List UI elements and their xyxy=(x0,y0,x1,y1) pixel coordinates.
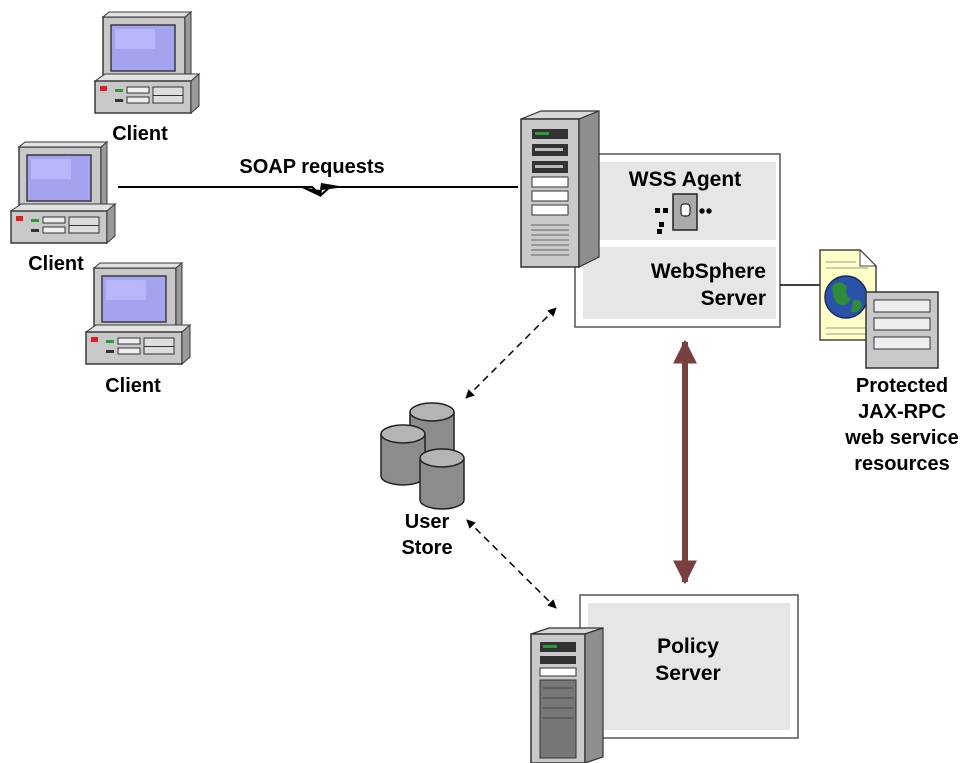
resource-server-icon xyxy=(865,291,939,369)
store-websphere-arrow xyxy=(465,307,557,399)
websphere-label-line2: Server xyxy=(701,287,766,310)
resource-label-line2: JAX-RPC xyxy=(858,401,946,423)
wss-agent-label: WSS Agent xyxy=(629,168,741,191)
policy-label-line1: Policy xyxy=(657,635,719,658)
client-computer-1: Client xyxy=(94,11,200,145)
websphere-box: WSS Agent WebSphere Server xyxy=(574,153,781,328)
client-computer-3: Client xyxy=(85,262,191,397)
desktop-computer-icon xyxy=(10,141,116,244)
websphere-label-line1: WebSphere xyxy=(651,260,766,283)
policy-label-line2: Server xyxy=(655,662,720,685)
client-computer-2: Client xyxy=(10,141,116,275)
user-store-label-line2: Store xyxy=(401,537,452,559)
soap-connection: SOAP requests xyxy=(118,156,518,197)
client-label-3: Client xyxy=(105,375,161,397)
policy-server-box: Policy Server xyxy=(579,594,799,739)
wss-agent-icon xyxy=(655,193,712,234)
tower-server-icon xyxy=(520,110,600,268)
resource-label: Protected JAX-RPC web service resources xyxy=(844,375,958,475)
user-store-label-line1: User xyxy=(405,511,450,533)
resource-label-line3: web service xyxy=(844,427,958,449)
soap-requests-label: SOAP requests xyxy=(239,156,384,178)
desktop-computer-icon xyxy=(94,11,200,114)
client-label-2: Client xyxy=(28,253,84,275)
web-document-icon xyxy=(819,248,878,341)
websphere-server-panel xyxy=(583,247,776,319)
store-policy-arrow xyxy=(466,519,557,609)
policy-panel xyxy=(588,603,790,730)
lightning-bolt-icon xyxy=(300,183,345,197)
desktop-computer-icon xyxy=(85,262,191,365)
database-cylinders-icon xyxy=(380,402,465,510)
client-label-1: Client xyxy=(112,123,168,145)
tower-server-icon xyxy=(530,627,604,763)
resource-label-line1: Protected xyxy=(856,375,948,397)
resource-label-line4: resources xyxy=(854,453,950,475)
